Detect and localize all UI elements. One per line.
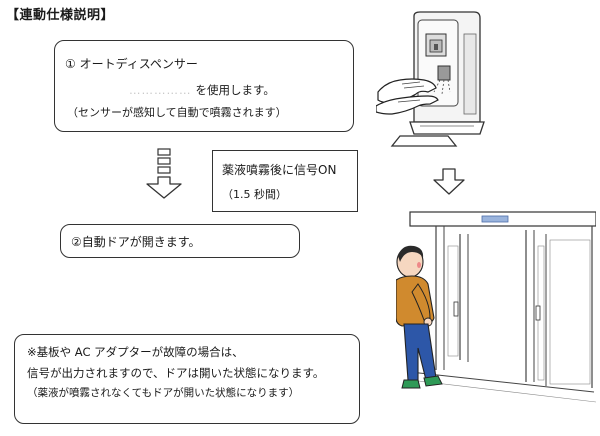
signal-text: 薬液噴霧後に信号ON	[222, 163, 337, 177]
step1-usage-text: を使用します。	[195, 83, 275, 97]
failure-note-line3: （薬液が噴霧されなくてもドアが開いた状態になります）	[27, 387, 300, 399]
signal-duration: （1.5 秒間）	[222, 188, 287, 201]
step1-heading: ① オートディスペンサー	[65, 57, 198, 71]
failure-note-line2: 信号が出力されますので、ドアは開いた状態になります。	[27, 365, 325, 380]
step1-box: ① オートディスペンサー ……………を使用します。 （センサーが感知して自動で噴…	[54, 40, 354, 132]
step1-usage-line: ……………を使用します。	[129, 82, 343, 98]
step1-faint-text: ……………	[129, 83, 192, 97]
failure-note-box: ※基板や AC アダプターが故障の場合は、 信号が出力されますので、ドアは開いた…	[14, 334, 360, 424]
auto-dispenser-illustration	[376, 11, 485, 147]
signal-info-box: 薬液噴霧後に信号ON （1.5 秒間）	[212, 150, 358, 212]
step2-text: ②自動ドアが開きます。	[71, 235, 201, 249]
diagram-title: 【連動仕様説明】	[6, 8, 115, 23]
down-arrow-right-icon	[433, 168, 465, 195]
down-arrow-left-icon	[146, 148, 182, 199]
step2-box: ②自動ドアが開きます。	[60, 224, 300, 258]
step1-note: （センサーが感知して自動で噴霧されます）	[67, 106, 287, 119]
automatic-door-illustration	[396, 211, 596, 403]
failure-note-line1: ※基板や AC アダプターが故障の場合は、	[27, 345, 244, 359]
